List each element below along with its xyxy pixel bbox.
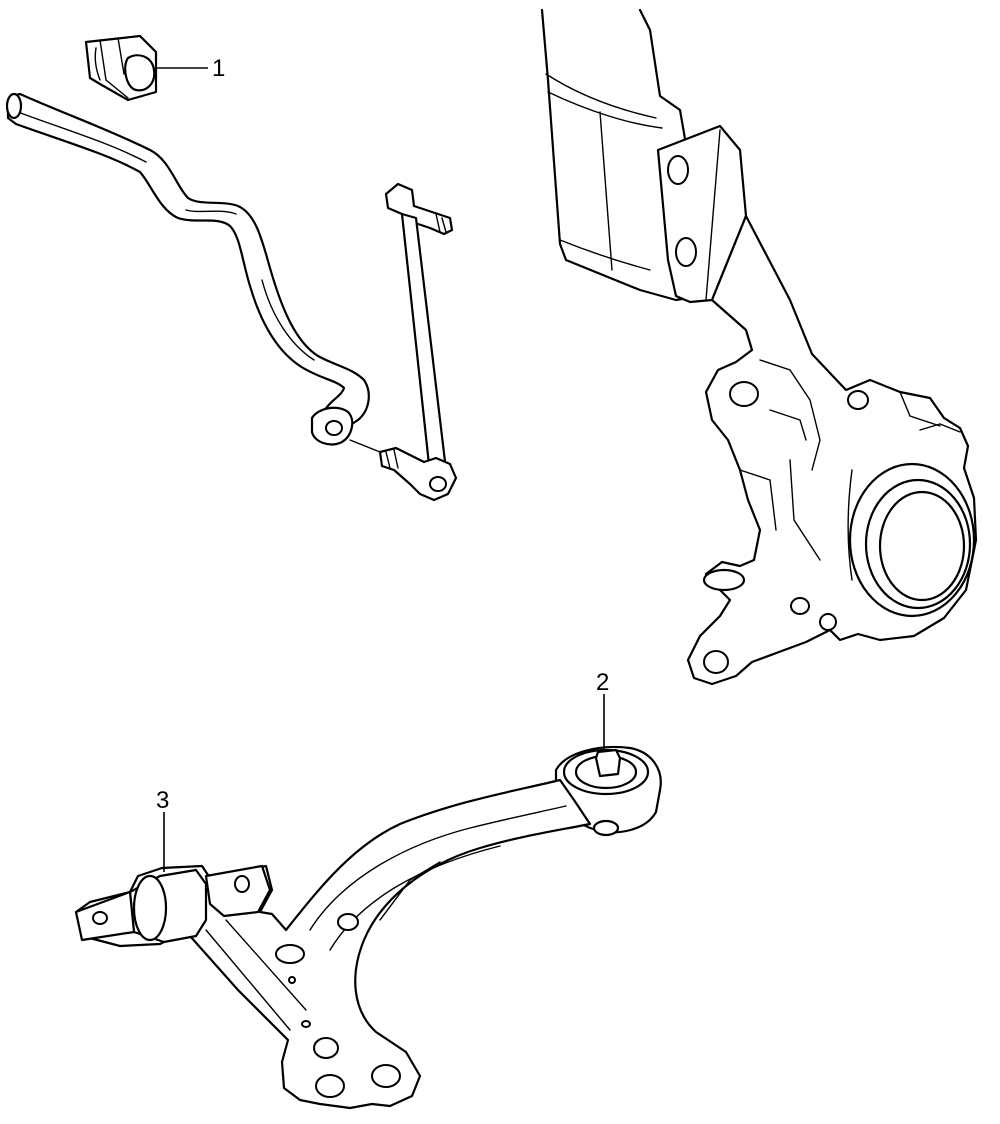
stabilizer-link [378,182,458,502]
callout-leaders [156,67,605,872]
lower-arm-rear-bushing [554,745,662,837]
lower-control-arm [74,778,592,1110]
callout-1: 1 [212,55,225,82]
callout-3: 3 [156,787,169,814]
strut-and-knuckle [540,8,978,686]
stabilizer-bushing [84,34,158,102]
stabilizer-bar [5,92,381,453]
callout-2: 2 [596,669,609,696]
